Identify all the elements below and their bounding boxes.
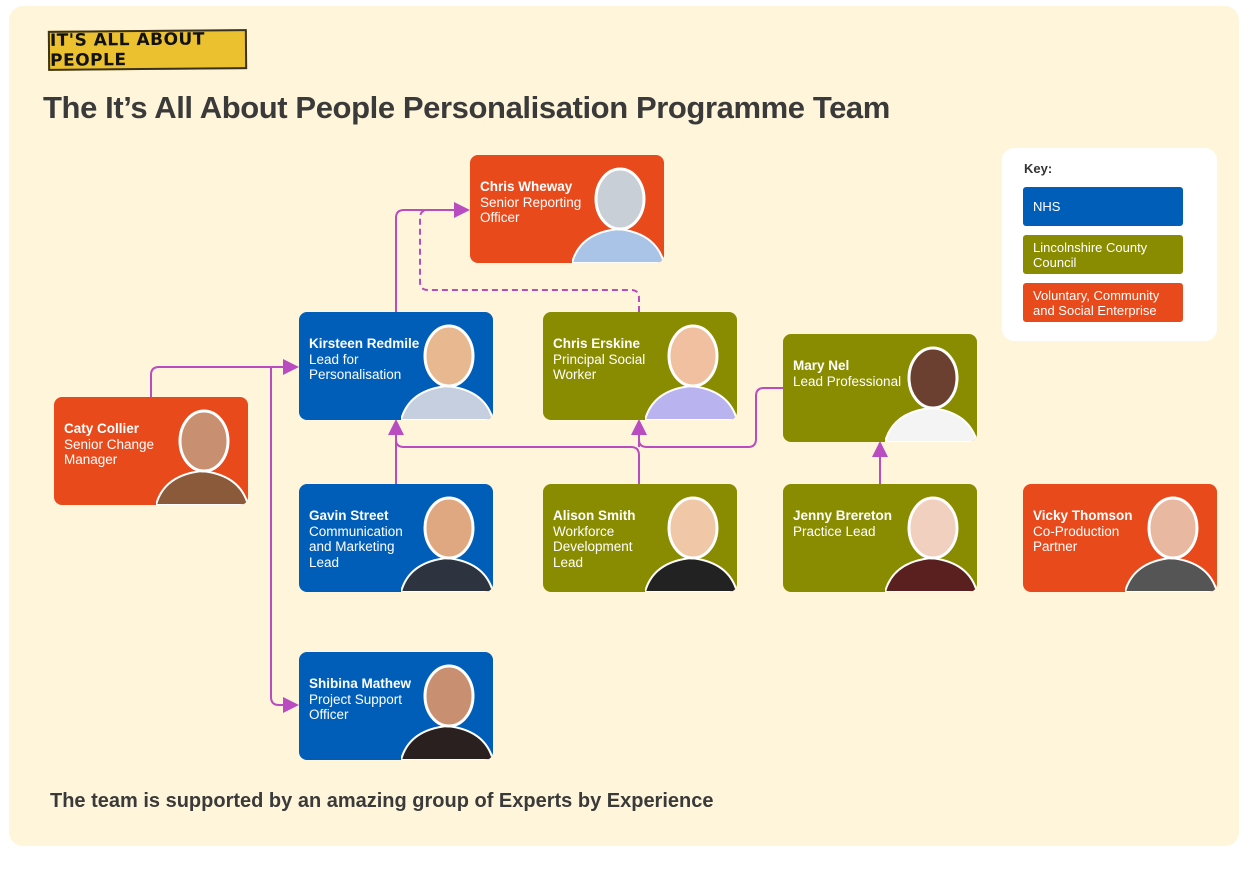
person-role: Principal Social Worker bbox=[553, 351, 646, 383]
person-role: Senior Reporting Officer bbox=[480, 194, 582, 226]
person-photo bbox=[401, 496, 493, 592]
person-photo bbox=[572, 167, 664, 263]
person-name: Alison Smith bbox=[553, 508, 636, 523]
person-name: Chris Wheway bbox=[480, 179, 573, 194]
key-item-lcc: Lincolnshire County Council bbox=[1023, 235, 1183, 274]
person-role: Co-Production Partner bbox=[1033, 523, 1120, 555]
person-photo bbox=[401, 324, 493, 420]
connector-erskine-wheway-dashed bbox=[419, 209, 640, 312]
person-photo bbox=[645, 496, 737, 592]
person-role: Senior Change Manager bbox=[64, 436, 155, 468]
footer-note: The team is supported by an amazing grou… bbox=[50, 790, 714, 812]
person-role: Lead for Personalisation bbox=[309, 351, 402, 383]
person-photo bbox=[1125, 496, 1217, 592]
person-photo bbox=[156, 409, 248, 505]
person-name: Chris Erskine bbox=[553, 336, 641, 351]
person-photo bbox=[401, 664, 493, 760]
person-name: Jenny Brereton bbox=[793, 508, 893, 523]
connector-shibina bbox=[270, 367, 299, 713]
key-label: Key: bbox=[1024, 161, 1053, 176]
page-title: The It’s All About People Personalisatio… bbox=[43, 90, 890, 125]
person-role: Practice Lead bbox=[793, 523, 876, 539]
person-name: Mary Nel bbox=[793, 358, 850, 373]
person-role: Lead Professional bbox=[793, 373, 902, 389]
person-name: Kirsteen Redmile bbox=[309, 336, 420, 351]
person-name: Vicky Thomson bbox=[1033, 508, 1133, 523]
key-legend: Key: NHS Lincolnshire County Council Vol… bbox=[1002, 148, 1217, 341]
person-photo bbox=[885, 496, 977, 592]
connector-mary bbox=[638, 387, 783, 448]
connector-alison bbox=[395, 439, 640, 484]
person-photo bbox=[645, 324, 737, 420]
key-item-nhs: NHS bbox=[1023, 187, 1183, 226]
person-role: Project Support Officer bbox=[309, 691, 403, 723]
person-photo bbox=[885, 346, 977, 442]
connector-kirsteen-wheway bbox=[395, 202, 470, 312]
person-name: Gavin Street bbox=[309, 508, 389, 523]
connector-caty-kirsteen bbox=[150, 359, 299, 397]
person-name: Shibina Mathew bbox=[309, 676, 412, 691]
key-item-vcse: Voluntary, Community and Social Enterpri… bbox=[1023, 283, 1183, 322]
person-role: Communication and Marketing Lead bbox=[309, 523, 403, 570]
person-role: Workforce Development Lead bbox=[553, 523, 633, 570]
person-name: Caty Collier bbox=[64, 421, 140, 436]
